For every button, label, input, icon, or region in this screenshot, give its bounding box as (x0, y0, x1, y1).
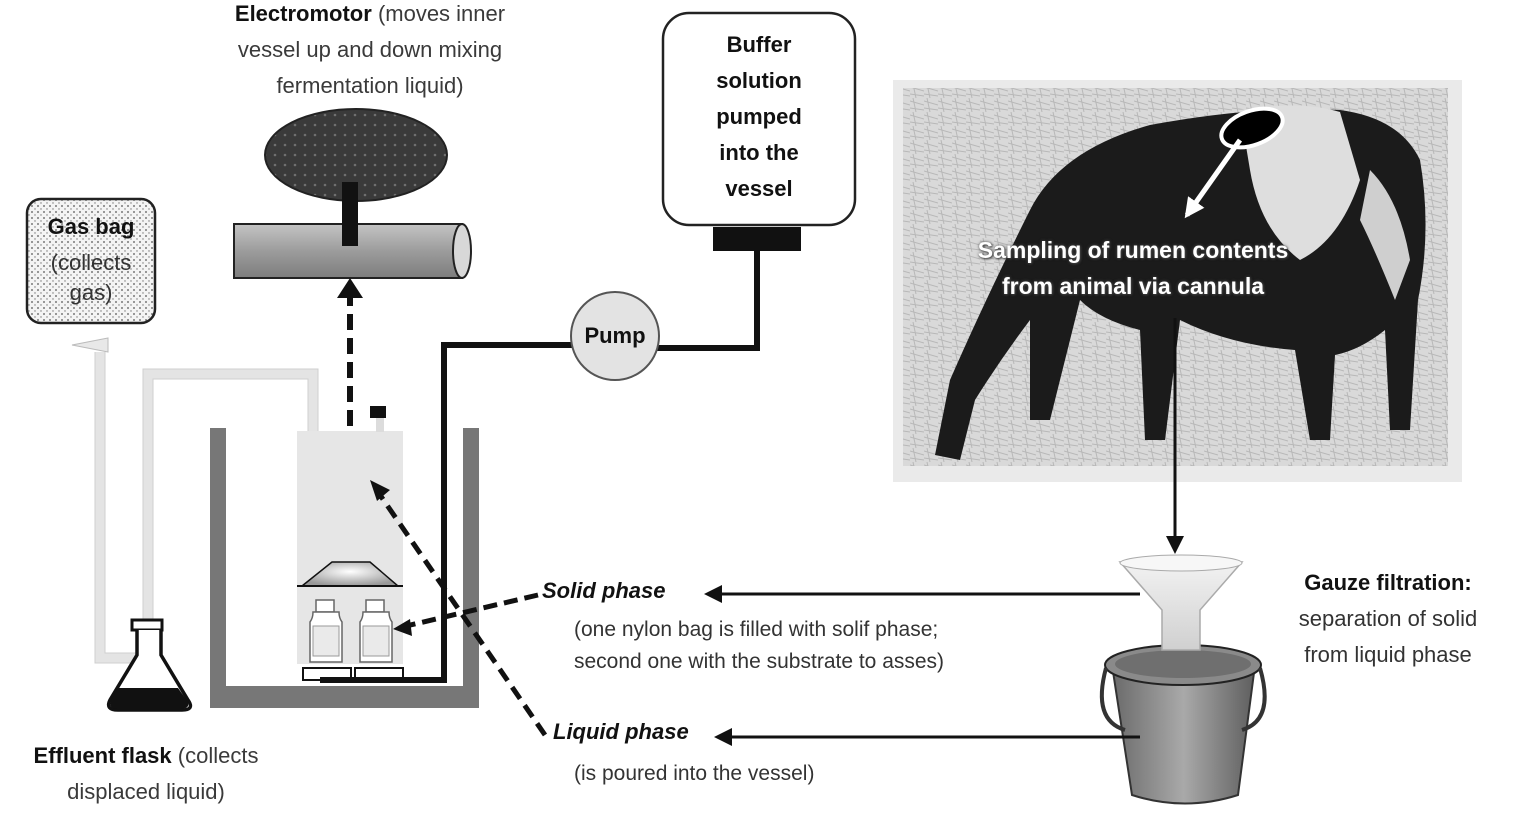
buffer-line-2: solution (716, 68, 802, 93)
gas-bag (25, 197, 157, 325)
gas-bag-valve (71, 337, 109, 353)
buffer-line-4: into the (719, 140, 799, 165)
gauze-filter-bucket (1099, 554, 1267, 805)
gas-bag-line-3: gas) (69, 280, 113, 305)
solid-phase-title: Solid phase (542, 578, 666, 603)
gas-bag-title: Gas bag (47, 214, 135, 239)
effluent-label: Effluent flask (collects displaced liqui… (0, 738, 292, 810)
cow-photo (893, 80, 1462, 482)
buffer-line-3: pumped (716, 104, 802, 129)
gas-bag-label: Gas bag (collects gas) (27, 208, 155, 306)
gauze-line-2: separation of solid (1298, 606, 1478, 631)
solid-phase-desc-2: second one with the substrate to asses) (574, 650, 945, 673)
effluent-line-1-rest: (collects (177, 743, 259, 768)
electromotor-desc-1: (moves inner (377, 1, 506, 26)
pump-label: Pump (571, 318, 659, 354)
electromotor (233, 108, 472, 279)
liquid-into-vessel-arrow (375, 490, 548, 737)
effluent-flask (106, 618, 193, 712)
cow-caption-line-1: Sampling of rumen contents (977, 237, 1289, 263)
electromotor-label: Electromotor (moves inner vessel up and … (190, 0, 550, 104)
nylon-bag-bottle-2 (359, 599, 393, 663)
fermentation-vessel (297, 406, 404, 681)
gauze-title: Gauze filtration: (1304, 570, 1472, 595)
liquid-phase-title: Liquid phase (553, 719, 689, 744)
gauze-label: Gauze filtration: separation of solid fr… (1268, 565, 1508, 673)
solid-phase-desc-1: (one nylon bag is filled with solif phas… (574, 618, 939, 641)
cow-caption-line-2: from animal via cannula (1001, 273, 1265, 299)
effluent-line-2: displaced liquid) (67, 779, 225, 804)
electromotor-desc-3: fermentation liquid) (276, 73, 464, 98)
buffer-feed-line (320, 251, 760, 683)
pump-text: Pump (584, 323, 646, 348)
electromotor-title: Electromotor (234, 1, 372, 26)
gas-bag-line-2: (collects (50, 250, 132, 275)
cow-caption: Sampling of rumen contents from animal v… (933, 232, 1333, 304)
buffer-box (661, 11, 857, 227)
solid-phase-desc: (one nylon bag is filled with solif phas… (574, 614, 944, 678)
electromotor-shaft (342, 182, 358, 246)
buffer-line-1: Buffer (726, 32, 792, 57)
buffer-line-5: vessel (725, 176, 793, 201)
liquid-phase-desc: (is poured into the vessel) (574, 762, 815, 785)
gauze-line-3: from liquid phase (1304, 642, 1472, 667)
gas-tubing (95, 352, 318, 663)
solid-into-bags-arrow (401, 592, 539, 630)
effluent-title: Effluent flask (33, 743, 172, 768)
electromotor-desc-2: vessel up and down mixing (237, 37, 503, 62)
nylon-bag-bottle-1 (309, 599, 343, 663)
buffer-label: Buffer solution pumped into the vessel (663, 27, 855, 207)
pump (570, 291, 660, 381)
gauze-funnel (1118, 561, 1244, 651)
buffer-cap (713, 227, 801, 251)
